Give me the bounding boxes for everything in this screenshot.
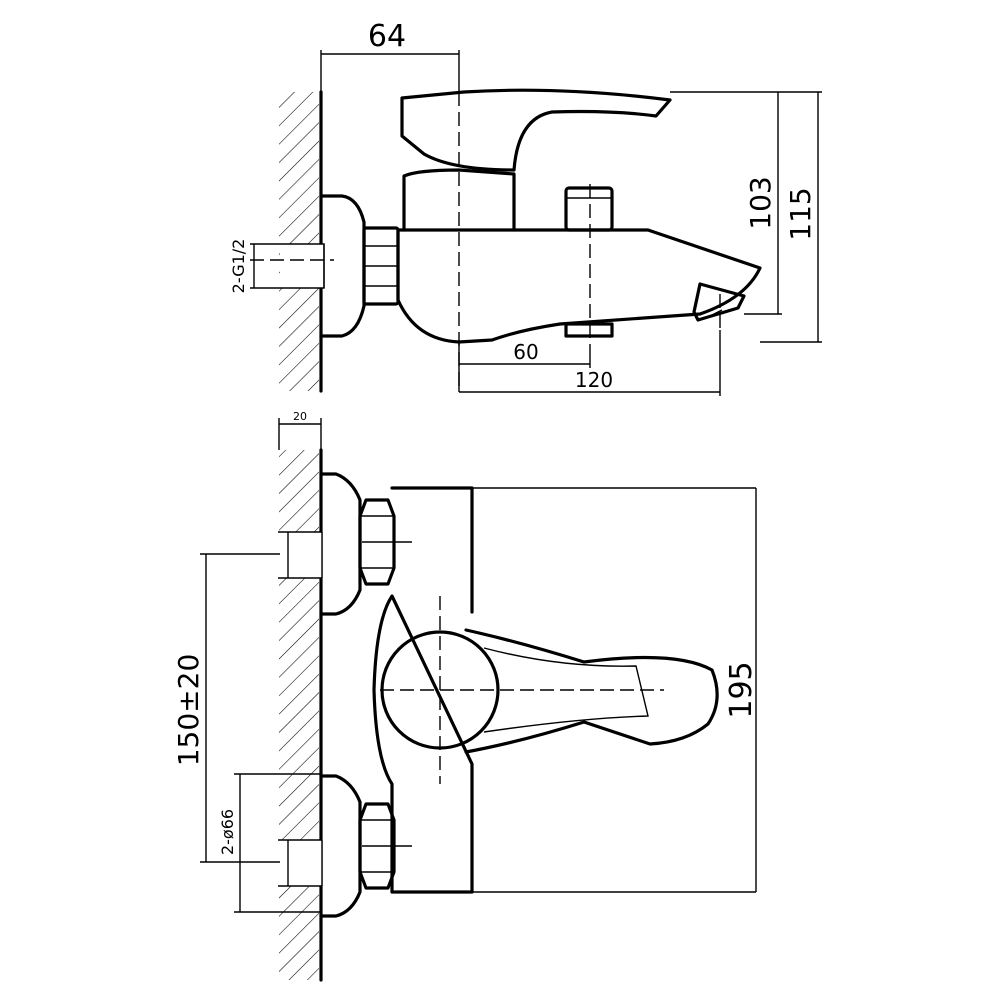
dimension-64: 64 (320, 19, 460, 92)
diverter-knob-side (564, 184, 614, 344)
lever-top (464, 628, 719, 754)
side-view: 64 2-G1/2 (229, 19, 822, 396)
hex-nut-side (362, 226, 400, 306)
dim-20-label: 20 (293, 410, 307, 423)
faucet-body-side (396, 228, 762, 344)
dim-120-label: 120 (575, 368, 613, 392)
dim-150-label: 150±20 (172, 654, 205, 767)
bottom-outlet-side (564, 322, 614, 338)
dimension-spacing: 150±20 (172, 553, 280, 863)
dimension-flange: 2-ø66 (218, 773, 321, 913)
top-view: 20 (172, 410, 759, 982)
dim-115-label: 115 (784, 187, 817, 240)
dimension-depths: 60 120 (458, 330, 721, 396)
dim-195-label: 195 (724, 661, 759, 718)
cartridge-housing-side (402, 168, 516, 232)
upper-connector (319, 472, 412, 616)
handle-lever-side (400, 88, 672, 172)
dimension-wall-20: 20 (278, 410, 322, 450)
escutcheon-flange-side (319, 194, 366, 338)
lever-top-inner (483, 647, 649, 733)
wall-section-bottom (278, 448, 323, 982)
dim-64-label: 64 (368, 19, 406, 54)
dimension-heights: 103 115 (670, 91, 822, 343)
dim-66-label: 2-ø66 (218, 809, 237, 855)
lower-connector (319, 774, 412, 918)
dim-thread-label: 2-G1/2 (229, 239, 248, 294)
dim-103-label: 103 (744, 176, 777, 229)
wall-section-top (250, 90, 334, 393)
dim-60-label: 60 (513, 340, 538, 364)
spout-outlet-side (692, 282, 746, 330)
dimension-thread: 2-G1/2 (229, 239, 280, 294)
